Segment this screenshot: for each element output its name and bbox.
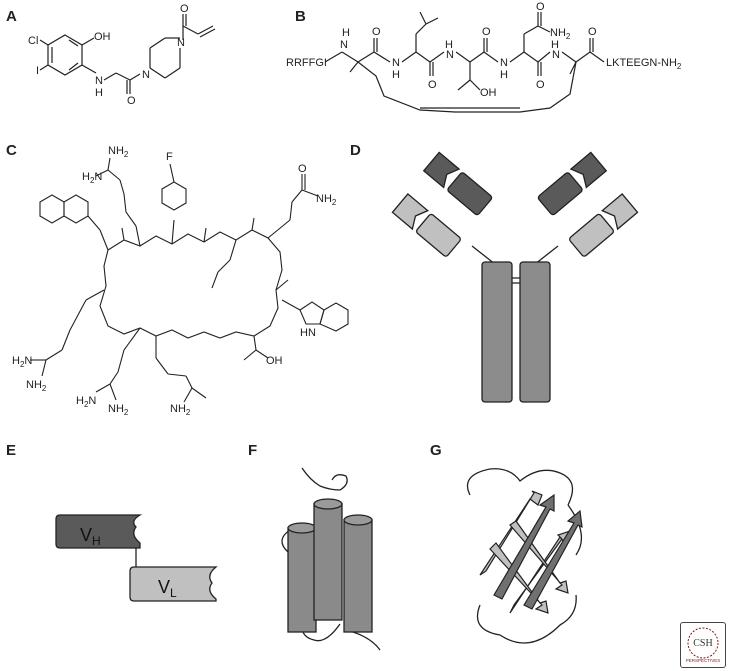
b-o1: O <box>428 79 437 91</box>
c-trp-hn: HN <box>300 327 316 339</box>
b-n4: N <box>552 49 560 61</box>
fc-heavy-chain-left <box>481 261 513 403</box>
left-vh-domain <box>422 151 461 189</box>
c-nh2-right: NH2 <box>316 193 337 207</box>
b-o-left: O <box>372 26 381 38</box>
panel-label-d: D <box>350 142 361 159</box>
vl-label: VL <box>158 577 177 600</box>
iodine-atom: I <box>36 65 39 77</box>
panel-label-a: A <box>6 8 17 25</box>
b-hn2: H <box>445 39 453 51</box>
logo-text: CSH <box>693 638 712 649</box>
panel-label-f: F <box>248 442 258 459</box>
panel-e-scfv: VH VL <box>55 514 218 602</box>
panel-g-beta-barrel <box>466 468 583 644</box>
panel-b-stapled-peptide: RRFFGI N H O N H O H N O OH N H O NH2 O … <box>286 1 682 113</box>
b-hn4: H <box>551 39 559 51</box>
b-oh: OH <box>480 87 497 99</box>
right-vh-domain <box>569 151 608 189</box>
vh-domain <box>55 514 143 549</box>
panel-label-g: G <box>430 442 442 459</box>
fc-heavy-chain-right <box>519 261 551 403</box>
beta-strand-front-1 <box>493 493 555 600</box>
carbonyl-o1: O <box>127 95 136 107</box>
beta-strand-back-4 <box>509 520 569 594</box>
c-bot-nh2c: NH2 <box>170 403 191 417</box>
b-n3: N <box>500 57 508 69</box>
c-fluorine: F <box>166 151 173 163</box>
b-n-left: N <box>340 39 348 51</box>
b-o-amide: O <box>536 1 545 13</box>
c-left-nh2b: NH2 <box>26 379 47 393</box>
carbonyl-o2: O <box>180 3 189 15</box>
amine-h: H <box>95 87 103 99</box>
b-o4: O <box>588 26 597 38</box>
panel-a-molecule: Cl OH I N H O N N O <box>28 3 216 107</box>
b-n2: N <box>446 49 454 61</box>
c-oh: OH <box>266 355 283 367</box>
helix-2 <box>313 503 343 621</box>
panel-c-macrocycle: NH2 H2N F NH2 O OH HN H2N NH2 H2N NH2 NH… <box>12 145 349 417</box>
c-bot-nh2b: NH2 <box>108 403 129 417</box>
c-h2n-top: H2N <box>82 171 102 185</box>
b-nh2-amide: NH2 <box>550 27 571 41</box>
hydroxyl-group: OH <box>94 31 111 43</box>
left-vl-domain <box>391 193 430 231</box>
b-hn1: H <box>392 69 400 81</box>
chlorine-atom: Cl <box>28 35 38 47</box>
amine-n: N <box>95 75 103 87</box>
left-sequence: RRFFGI <box>286 57 327 69</box>
piperazine-n1: N <box>142 69 150 81</box>
c-o: O <box>298 163 307 175</box>
left-cl-domain <box>416 213 461 257</box>
logo-subtext: PERSPECTIVES <box>686 658 721 663</box>
b-h-left: H <box>342 27 350 39</box>
panel-label-c: C <box>6 142 17 159</box>
panel-label-e: E <box>6 442 17 459</box>
piperazine-n2: N <box>177 37 185 49</box>
panel-d-antibody <box>391 151 639 403</box>
right-ch1-domain <box>537 172 583 216</box>
helix-3 <box>343 519 373 633</box>
panel-label-b: B <box>295 8 306 25</box>
c-bot-nh2: H2N <box>76 395 96 409</box>
b-o3: O <box>536 79 545 91</box>
left-ch1-domain <box>447 172 493 216</box>
right-cl-domain <box>569 213 614 257</box>
helix-1 <box>287 527 317 633</box>
right-sequence: LKTEEGN-NH2 <box>606 57 682 71</box>
right-vl-domain <box>600 193 639 231</box>
b-o2: O <box>482 26 491 38</box>
csh-perspectives-logo: CSH PERSPECTIVES <box>680 622 726 668</box>
beta-strand-front-2 <box>523 509 583 610</box>
c-nh2-top: NH2 <box>108 145 129 159</box>
c-left-nh2: H2N <box>12 355 32 369</box>
b-hn3: H <box>500 69 508 81</box>
vl-domain <box>129 566 218 602</box>
b-n1: N <box>392 57 400 69</box>
vh-label: VH <box>80 525 101 548</box>
panel-f-helix-bundle <box>281 467 381 651</box>
